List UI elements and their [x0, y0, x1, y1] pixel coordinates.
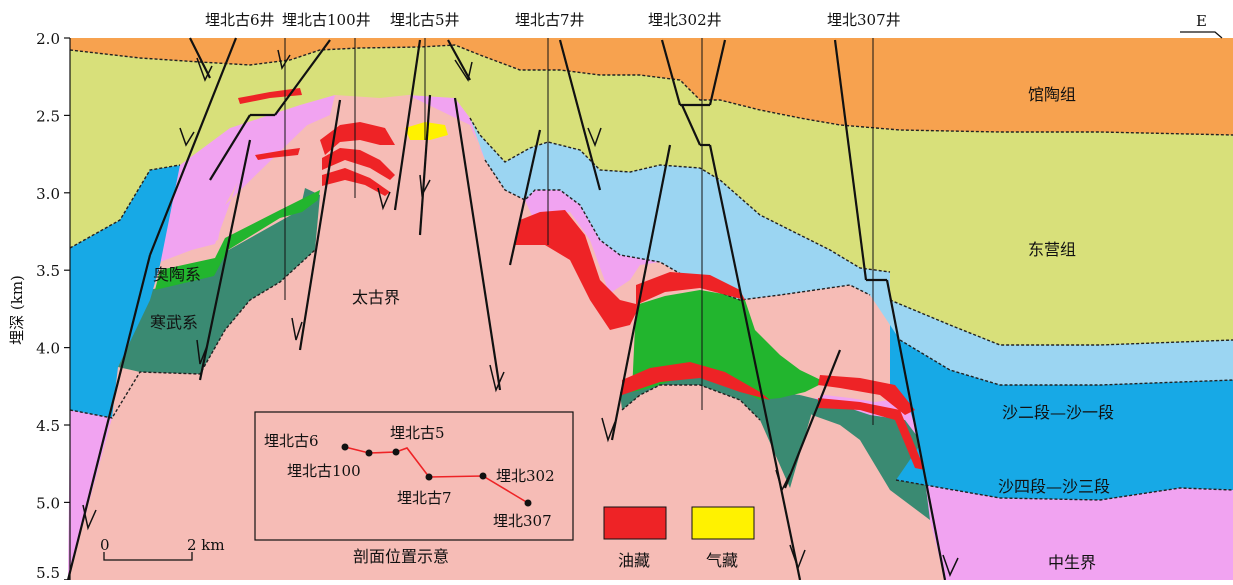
sha12-layer: [470, 118, 1233, 385]
well-label: 埋北307井: [827, 11, 901, 29]
label-guantao: 馆陶组: [1028, 85, 1076, 104]
inset-caption: 剖面位置示意: [353, 547, 449, 566]
legend: 油藏 气藏: [603, 506, 755, 570]
scale-bar: 0 2 km: [100, 536, 225, 561]
well-label: 埋北古7井: [515, 11, 585, 29]
inset-well-label: 埋北307: [493, 512, 552, 530]
label-mesozoic: 中生界: [1048, 553, 1096, 572]
scale-start: 0: [100, 536, 110, 554]
unconformity-lines: [69, 44, 1233, 501]
label-cambrian: 寒武系: [150, 313, 198, 332]
well-bores: [284, 38, 874, 425]
inset-well-points: [341, 443, 532, 507]
axis-tick-label: 2.5: [36, 107, 60, 125]
axis-tick-label: 4.5: [36, 417, 60, 435]
well-label: 埋北古100井: [282, 11, 371, 29]
well-label: 埋北古5井: [390, 11, 460, 29]
label-sha12: 沙二段—沙一段: [1002, 403, 1114, 422]
legend-label-gas: 气藏: [706, 551, 738, 570]
inset-well-dot: [479, 472, 487, 480]
axis-tick-label: 3.5: [36, 262, 60, 280]
axis-tick-label: 4.0: [36, 340, 60, 358]
depth-axis: 2.0 2.5 3.0 3.5 4.0 4.5 5.0 5.5 埋深 (km): [8, 30, 71, 582]
label-ordovician: 奥陶系: [153, 265, 201, 284]
dongying-layer: [70, 45, 1233, 345]
scale-end: 2 km: [187, 536, 225, 554]
depth-axis-label: 埋深 (km): [8, 275, 26, 345]
legend-swatch-gas: [691, 506, 755, 540]
guantao-layer: [70, 38, 1233, 135]
inset-frame: [254, 411, 574, 541]
fault-lines: [66, 37, 947, 581]
axis-tick-label: 2.0: [36, 30, 60, 48]
fault-arrows: [82, 49, 959, 577]
label-dongying: 东营组: [1028, 240, 1076, 259]
inset-well-dot: [524, 499, 532, 507]
inset-well-label: 埋北302: [496, 467, 555, 485]
legend-swatch-oil: [603, 506, 667, 540]
inset-well-dot: [365, 449, 373, 457]
formation-labels: 馆陶组 东营组 沙二段—沙一段 沙四段—沙三段 中生界 太古界 奥陶系 寒武系: [150, 85, 1114, 572]
east-arrow-icon: [1180, 31, 1223, 39]
inset-well-label: 埋北古100: [287, 462, 361, 480]
scale-bar-line: [103, 552, 193, 561]
inset-well-label: 埋北古6: [264, 432, 319, 450]
axis-tick-label: 3.0: [36, 185, 60, 203]
location-inset: 埋北古6 埋北古100 埋北古5 埋北古7 埋北302 埋北307 剖面位置示意: [254, 411, 574, 566]
inset-well-dot: [341, 443, 349, 451]
oil-reservoirs: [238, 88, 925, 470]
direction-label: E: [1196, 12, 1207, 30]
axis-tick-label: 5.5: [36, 564, 60, 580]
inset-well-dot: [392, 448, 400, 456]
inset-well-label: 埋北古5: [390, 424, 445, 442]
label-sha34: 沙四段—沙三段: [998, 477, 1110, 496]
direction-indicator: E: [1180, 12, 1223, 39]
well-labels: 埋北古6井 埋北古100井 埋北古5井 埋北古7井 埋北302井 埋北307井: [205, 11, 901, 29]
axis-tick-label: 5.0: [36, 494, 60, 512]
legend-label-oil: 油藏: [618, 551, 650, 570]
well-label: 埋北302井: [648, 11, 722, 29]
axis-ticks: 2.0 2.5 3.0 3.5 4.0 4.5 5.0 5.5: [36, 30, 70, 582]
label-archean: 太古界: [352, 288, 400, 307]
well-label: 埋北古6井: [205, 11, 275, 29]
inset-well-label: 埋北古7: [397, 489, 452, 507]
inset-well-dot: [425, 473, 433, 481]
